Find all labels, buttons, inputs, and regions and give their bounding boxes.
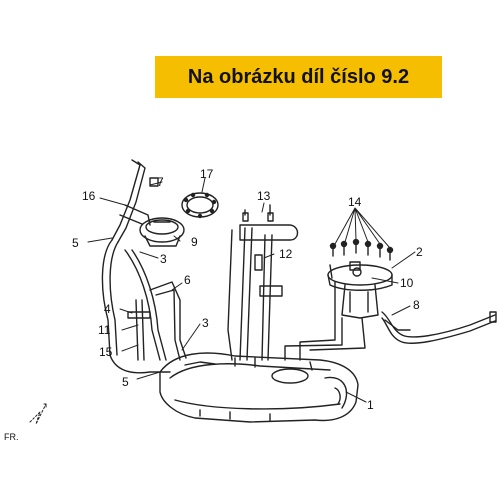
fuel-hose-right (381, 311, 497, 344)
callout-3-top: 3 (160, 252, 167, 266)
filler-breather-pipe (111, 159, 159, 243)
front-direction-arrow (29, 403, 47, 425)
callout-1: 1 (367, 398, 374, 412)
callout-15: 15 (99, 345, 113, 359)
callout-3-lower: 3 (202, 316, 209, 330)
callout-11: 11 (98, 323, 111, 337)
banner-text: Na obrázku díl číslo 9.2 (187, 65, 410, 88)
part-number-banner: Na obrázku díl číslo 9.2 (155, 56, 442, 98)
fuel-cap (139, 217, 185, 247)
fuel-pump-assembly (284, 261, 393, 361)
fuel-level-sender (227, 204, 299, 361)
fuel-tank (159, 352, 359, 423)
callout-6: 6 (184, 273, 191, 287)
mounting-bolts (329, 238, 394, 261)
leader-lines (87, 177, 416, 403)
front-direction-label: FR. (4, 432, 19, 442)
callout-5-top: 5 (72, 236, 79, 250)
callout-16: 16 (82, 189, 96, 203)
callout-12: 12 (279, 247, 293, 261)
callout-13: 13 (257, 189, 271, 203)
callout-5-bottom: 5 (122, 375, 129, 389)
callout-4: 4 (104, 302, 111, 316)
gasket-ring (181, 192, 219, 219)
callout-7: 7 (157, 175, 164, 189)
callout-2: 2 (416, 245, 423, 259)
callout-14: 14 (348, 195, 362, 209)
callout-8: 8 (413, 298, 420, 312)
callout-9: 9 (191, 235, 198, 249)
callout-17: 17 (200, 167, 214, 181)
callout-10: 10 (400, 276, 414, 290)
vent-hoses-left (101, 239, 187, 374)
